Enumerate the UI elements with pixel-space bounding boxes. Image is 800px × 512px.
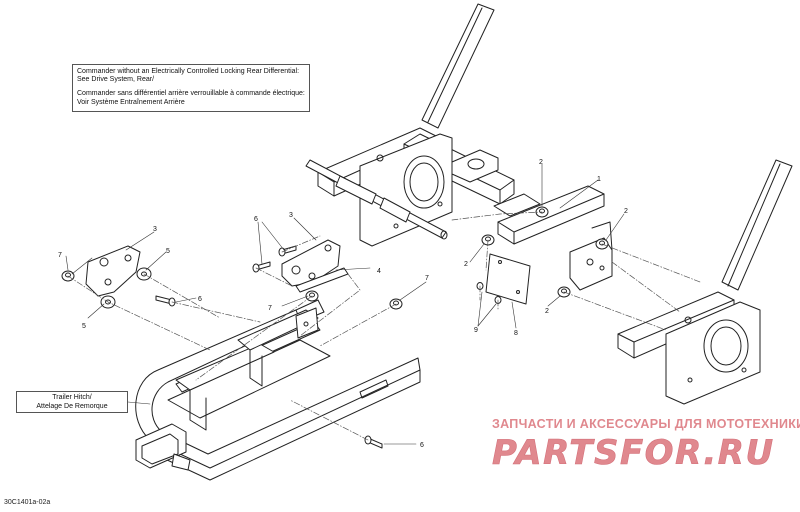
label-6-c: 6 (420, 442, 424, 449)
label-2-c: 2 (464, 261, 468, 268)
crossmember-part-1 (493, 185, 613, 291)
bolt-part-6-left (155, 295, 176, 307)
bracket-part-3-left (85, 245, 141, 297)
label-4: 4 (377, 268, 381, 275)
label-2-d: 2 (545, 308, 549, 315)
assembly-lines (67, 211, 701, 441)
figure-id: 30C1401a-02a (4, 499, 51, 506)
watermark-tagline: ЗАПЧАСТИ И АКСЕССУАРЫ ДЛЯ МОТОТЕХНИКИ (492, 417, 800, 431)
right-frame-assembly (617, 159, 793, 405)
label-7-a: 7 (58, 252, 62, 259)
plate-part-8 (485, 253, 531, 305)
note-line-en-1: Commander without an Electrically Contro… (77, 68, 300, 75)
bolt-part-6-hitch (364, 435, 383, 449)
label-2-a: 2 (539, 159, 543, 166)
callout-numbers: 1 2 2 2 2 3 3 4 5 5 6 6 6 7 7 7 8 9 (58, 159, 628, 449)
trailer-hitch-frame (135, 299, 421, 481)
label-9: 9 (474, 327, 478, 334)
label-3-a: 3 (153, 226, 157, 233)
note-line-en-2: See Drive System, Rear/ (77, 76, 155, 84)
label-1: 1 (597, 176, 601, 183)
note-line-fr-2: Voir Système Entraînement Arrière (77, 98, 185, 106)
label-6-a: 6 (198, 296, 202, 303)
label-8: 8 (514, 330, 518, 337)
watermark-logo: PARTSFOR.RU (492, 433, 775, 473)
leader-lines (65, 163, 625, 445)
label-2-b: 2 (624, 208, 628, 215)
watermark-logo-text: PARTSFOR.RU (492, 433, 775, 473)
note-line-fr-1: Commander sans différentiel arrière verr… (77, 90, 305, 98)
upper-frame-assembly (305, 3, 515, 247)
bolt-part-6-upper (278, 245, 297, 257)
label-5-b: 5 (82, 323, 86, 330)
bracket-part-3-center (281, 239, 341, 287)
label-5-a: 5 (166, 248, 170, 255)
note-box: Commander without an Electrically Contro… (72, 64, 310, 112)
callout-line-1: Trailer Hitch/ (52, 394, 92, 401)
label-7-b: 7 (268, 305, 272, 312)
label-3-b: 3 (289, 212, 293, 219)
callout-line-2: Attelage De Remorque (36, 403, 108, 410)
label-6-b: 6 (254, 216, 258, 223)
trailer-hitch-callout: Trailer Hitch/ Attelage De Remorque (16, 391, 128, 413)
label-7-c: 7 (425, 275, 429, 282)
